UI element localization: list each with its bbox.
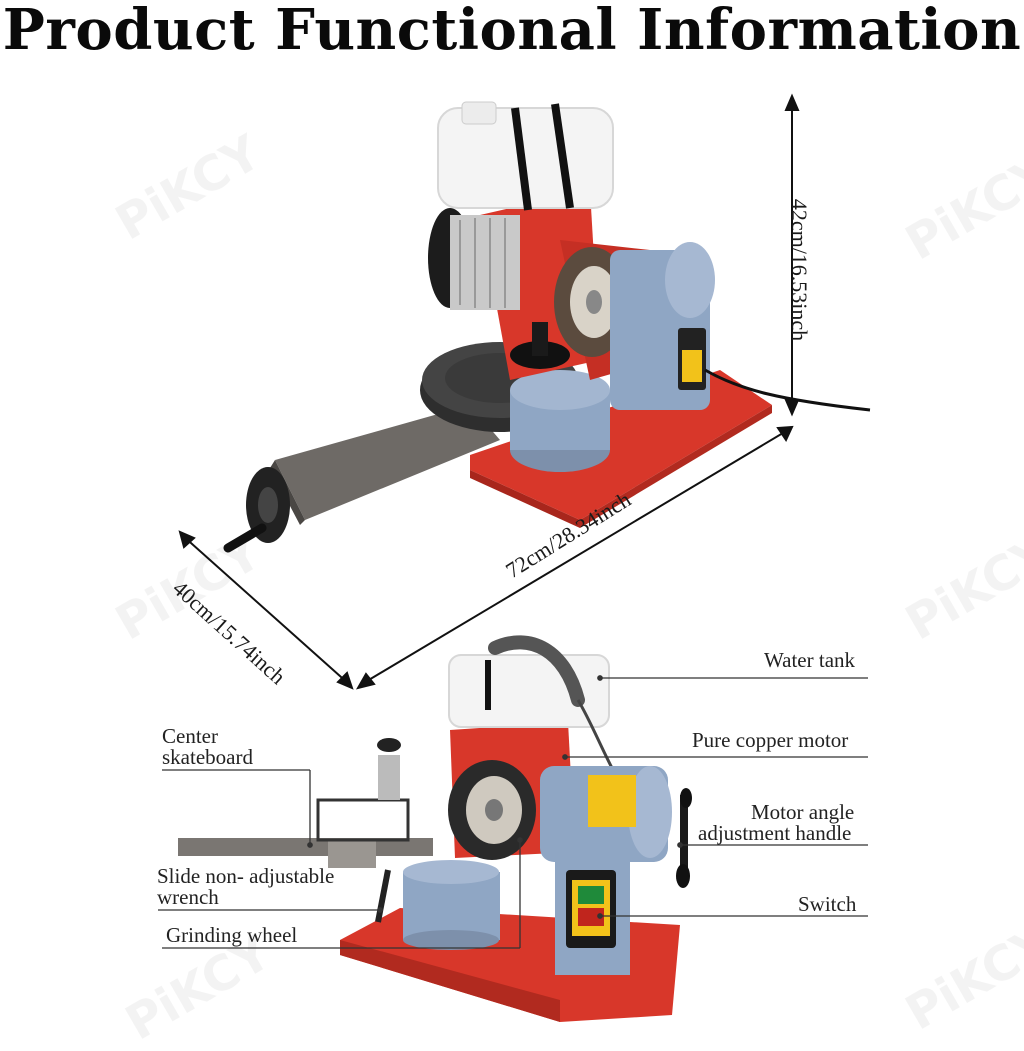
center-skateboard-label-line1: Center [162, 724, 218, 748]
top-machine-image [223, 101, 871, 553]
water-tank-label: Water tank [764, 648, 856, 672]
product-illustration [158, 93, 871, 1022]
motor-label: Pure copper motor [692, 728, 849, 752]
dimension-lines [178, 93, 800, 690]
page-title: Product Functional Information [2, 0, 1022, 63]
switch-label: Switch [798, 892, 857, 916]
angle-handle-label-line1: Motor angle [751, 800, 855, 824]
callout-lines [158, 675, 868, 949]
grinding-wheel-label: Grinding wheel [166, 923, 298, 947]
wrench-label-line2: wrench [157, 885, 219, 909]
wrench-label-line1: Slide non- adjustable [157, 864, 335, 888]
bottom-machine-image [178, 635, 692, 1022]
center-skateboard-label-line2: skateboard [162, 745, 253, 769]
height-dimension-label: 42cm/16.53inch [787, 198, 813, 342]
angle-handle-label-line2: adjustment handle [698, 821, 852, 845]
